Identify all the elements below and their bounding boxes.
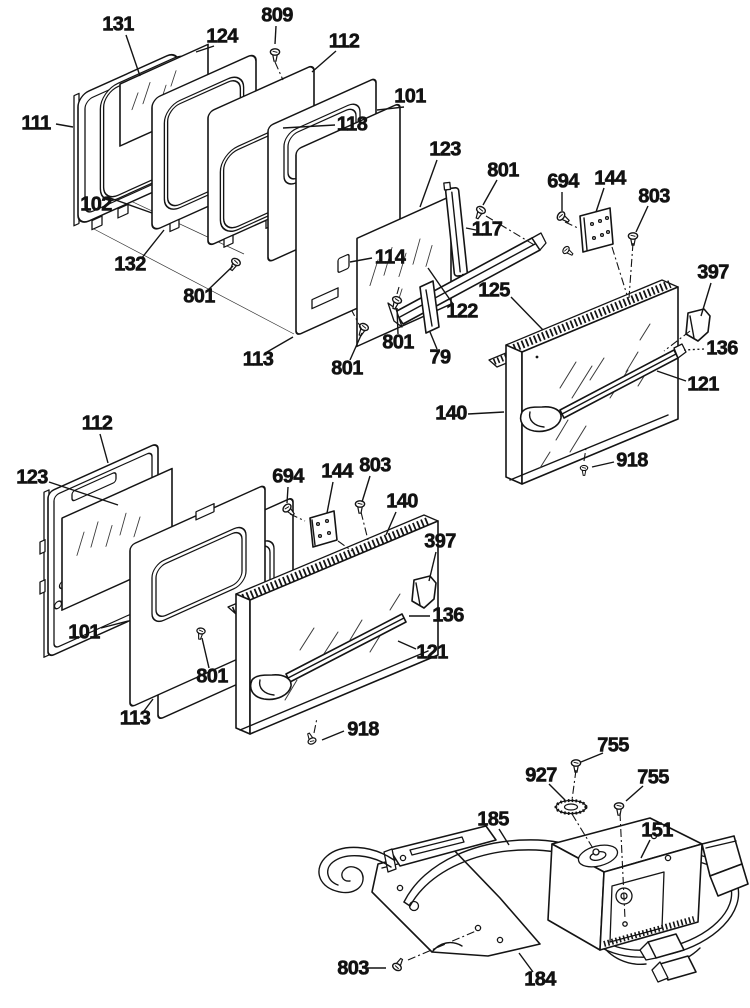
part-label-801: 801 bbox=[331, 357, 364, 380]
part-label-801: 801 bbox=[487, 159, 520, 182]
part-label-801: 801 bbox=[382, 331, 415, 354]
part-label-803: 803 bbox=[638, 185, 671, 208]
part-label-111: 111 bbox=[21, 112, 52, 135]
part-label-801: 801 bbox=[183, 285, 216, 308]
part-label-114: 114 bbox=[374, 246, 406, 269]
part-label-144: 144 bbox=[321, 460, 354, 483]
part-label-131: 131 bbox=[102, 13, 135, 36]
part-label-803: 803 bbox=[359, 454, 392, 477]
part-label-144: 144 bbox=[594, 167, 627, 190]
part-label-102: 102 bbox=[80, 193, 113, 216]
top-glass-door-panel bbox=[488, 279, 711, 485]
part-label-185: 185 bbox=[477, 808, 510, 831]
part-label-801: 801 bbox=[196, 665, 229, 688]
part-label-113: 113 bbox=[242, 348, 274, 371]
part-label-112: 112 bbox=[81, 412, 113, 435]
part-label-918: 918 bbox=[347, 718, 380, 741]
part-label-803: 803 bbox=[337, 957, 370, 980]
part-label-755: 755 bbox=[637, 766, 670, 789]
top-door-exploded bbox=[73, 43, 452, 348]
part-label-123: 123 bbox=[16, 466, 49, 489]
part-label-694: 694 bbox=[272, 465, 305, 488]
middle-accessories-and-door bbox=[227, 510, 439, 735]
part-label-132: 132 bbox=[114, 253, 147, 276]
part-label-101: 101 bbox=[394, 85, 427, 108]
part-label-918: 918 bbox=[616, 449, 649, 472]
part-label-121: 121 bbox=[687, 373, 720, 396]
part-label-140: 140 bbox=[435, 402, 468, 425]
part-label-397: 397 bbox=[424, 530, 457, 553]
part-label-79: 79 bbox=[429, 346, 451, 369]
part-label-113: 113 bbox=[119, 707, 151, 730]
part-label-118: 118 bbox=[336, 113, 368, 136]
center-lines bbox=[274, 61, 691, 961]
leader-lines bbox=[48, 25, 712, 973]
part-label-125: 125 bbox=[478, 279, 511, 302]
part-label-927: 927 bbox=[525, 764, 558, 787]
part-label-121: 121 bbox=[416, 641, 449, 664]
top-accessory-parts bbox=[387, 181, 614, 334]
part-label-184: 184 bbox=[524, 968, 557, 991]
part-label-151: 151 bbox=[641, 819, 674, 842]
part-label-124: 124 bbox=[206, 25, 239, 48]
part-label-136: 136 bbox=[432, 604, 465, 627]
part-label-809: 809 bbox=[261, 4, 294, 27]
part-label-397: 397 bbox=[697, 261, 730, 284]
part-label-140: 140 bbox=[386, 490, 419, 513]
part-label-101: 101 bbox=[68, 621, 101, 644]
part-label-136: 136 bbox=[706, 337, 739, 360]
part-label-122: 122 bbox=[446, 300, 479, 323]
part-label-123: 123 bbox=[429, 138, 462, 161]
part-label-112: 112 bbox=[328, 30, 360, 53]
part-label-755: 755 bbox=[597, 734, 630, 757]
door-lock-assembly bbox=[318, 817, 749, 983]
part-label-117: 117 bbox=[471, 218, 503, 241]
part-label-694: 694 bbox=[547, 170, 580, 193]
